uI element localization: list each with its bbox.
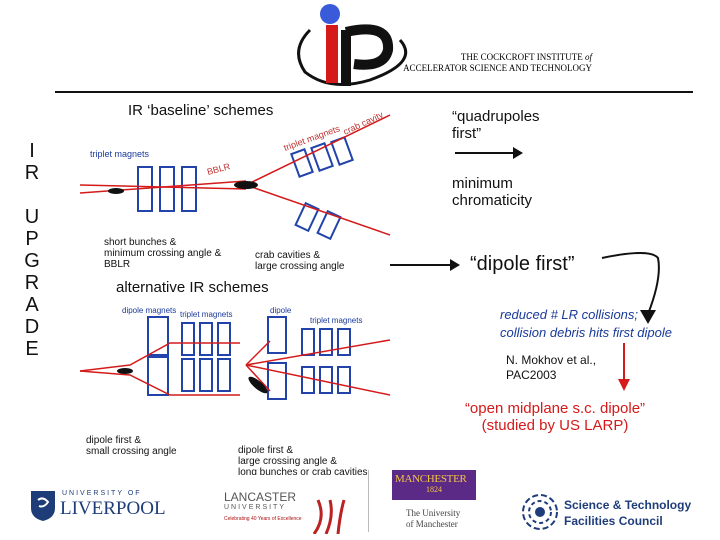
dipole-first-large-3: long bunches or crab cavities	[238, 467, 368, 475]
cockcroft-logo-mark	[297, 4, 408, 86]
ir-schemes-diagram: IR ‘baseline’ schemes crab cavity triple…	[79, 102, 391, 475]
manchester-box: MANCHESTER 1824	[392, 470, 476, 500]
red-arrow	[618, 343, 630, 391]
lancaster-3: Celebrating 40 Years of Excellence	[224, 516, 302, 522]
short-bunches-2: minimum crossing angle &	[104, 248, 222, 259]
manchester-3: The University	[406, 508, 461, 518]
crab-cavity-label: crab cavity	[342, 109, 386, 136]
alternative-title: alternative IR schemes	[116, 279, 269, 296]
header-rule	[55, 91, 693, 93]
baseline-magnets	[137, 136, 354, 241]
dipole-first-large-2: large crossing angle &	[238, 456, 337, 467]
ip-bunch	[234, 181, 258, 189]
stfc-logo: Science & Technology Facilities Council	[520, 490, 710, 534]
stfc-2: Facilities Council	[564, 514, 663, 528]
side-letter: G	[24, 250, 40, 272]
alt-dipole-magnets: dipole magnets	[122, 306, 176, 315]
side-letter	[20, 184, 44, 206]
open-midplane-2: (studied by US LARP)	[481, 417, 629, 434]
quad-first-2: first”	[452, 125, 482, 142]
liverpool-crest-icon	[31, 491, 55, 521]
min-chrom-2: chromaticity	[452, 192, 533, 209]
min-chrom-1: minimum	[452, 175, 513, 192]
dipole-first-2: small crossing angle	[86, 446, 177, 457]
institute-line1: THE COCKCROFT INSTITUTE	[460, 52, 583, 62]
alt-bunch-left	[117, 368, 133, 374]
quad-arrow	[455, 147, 523, 159]
stfc-1: Science & Technology	[564, 498, 692, 512]
bblr-label: BBLR	[206, 161, 232, 177]
side-letter: P	[25, 228, 39, 250]
liverpool-logo: UNIVERSITY OF LIVERPOOL	[30, 488, 166, 528]
dipole-first-1: dipole first &	[86, 435, 141, 446]
lancaster-2: UNIVERSITY	[224, 504, 287, 511]
liverpool-1: UNIVERSITY OF	[62, 490, 142, 497]
manchester-1: MANCHESTER	[395, 473, 467, 485]
open-midplane-note: “open midplane s.c. dipole” (studied by …	[445, 400, 665, 434]
curve-arrow	[601, 252, 660, 324]
side-letter: I	[29, 140, 35, 162]
alt-beams	[79, 339, 391, 396]
reduced-2: collision debris hits first dipole	[500, 325, 672, 340]
alt-dipole: dipole	[270, 306, 292, 315]
mokhov-2: PAC2003	[506, 368, 557, 382]
cockcroft-logo	[297, 4, 408, 86]
side-title: I R U P G R A D E	[20, 140, 44, 360]
side-letter: R	[24, 272, 40, 294]
dipole-first-large-1: dipole first &	[238, 445, 293, 456]
lancaster-logo: LANCASTER UNIVERSITY Celebrating 40 Year…	[218, 490, 358, 540]
ip-bunch-left	[108, 188, 124, 194]
mokhov-note: N. Mokhov et al., PAC2003	[506, 353, 596, 383]
short-bunches-1: short bunches &	[104, 237, 177, 248]
side-letter: E	[25, 338, 39, 360]
mokhov-1: N. Mokhov et al.,	[506, 353, 597, 367]
lancaster-swoosh-icon	[312, 499, 346, 534]
open-midplane-1: “open midplane s.c. dipole”	[464, 400, 646, 417]
short-bunches-3: BBLR	[104, 259, 130, 270]
manchester-2: 1824	[426, 485, 442, 494]
alt-bunch-right	[248, 376, 268, 394]
lancaster-1: LANCASTER	[224, 490, 297, 504]
side-letter: A	[25, 294, 39, 316]
alt-triplet-magnets: triplet magnets	[180, 310, 232, 319]
side-letter: U	[24, 206, 40, 228]
dipole-first-note: “dipole first”	[470, 253, 575, 275]
institute-line2: ACCELERATOR SCIENCE AND TECHNOLOGY	[403, 63, 592, 73]
stfc-spiral-icon	[522, 494, 558, 530]
alt-triplet-magnets-2: triplet magnets	[310, 316, 362, 325]
alt-magnets	[147, 316, 351, 400]
quad-first-1: “quadrupoles	[452, 108, 540, 125]
institute-name: THE COCKCROFT INSTITUTE of ACCELERATOR S…	[330, 52, 592, 74]
reduced-lr-note: reduced # LR collisions; collision debri…	[500, 306, 672, 342]
liverpool-2: LIVERPOOL	[60, 498, 166, 519]
logo-divider	[368, 470, 369, 532]
baseline-title: IR ‘baseline’ schemes	[128, 102, 273, 119]
minimum-chromaticity-note: minimum chromaticity	[452, 175, 532, 209]
side-letter: R	[24, 162, 40, 184]
crab-cavities-1: crab cavities &	[255, 250, 320, 261]
reduced-1: reduced # LR collisions;	[500, 307, 639, 322]
manchester-4: of Manchester	[406, 519, 458, 529]
institute-of: of	[584, 52, 592, 62]
manchester-logo: MANCHESTER 1824 The University of Manche…	[392, 470, 482, 536]
quadrupoles-first-note: “quadrupoles first”	[452, 108, 540, 142]
triplet-magnets-label: triplet magnets	[90, 149, 150, 159]
dipole-first-arrow	[390, 259, 460, 271]
baseline-beams	[79, 114, 391, 236]
crab-cavities-2: large crossing angle	[255, 261, 345, 272]
side-letter: D	[24, 316, 40, 338]
